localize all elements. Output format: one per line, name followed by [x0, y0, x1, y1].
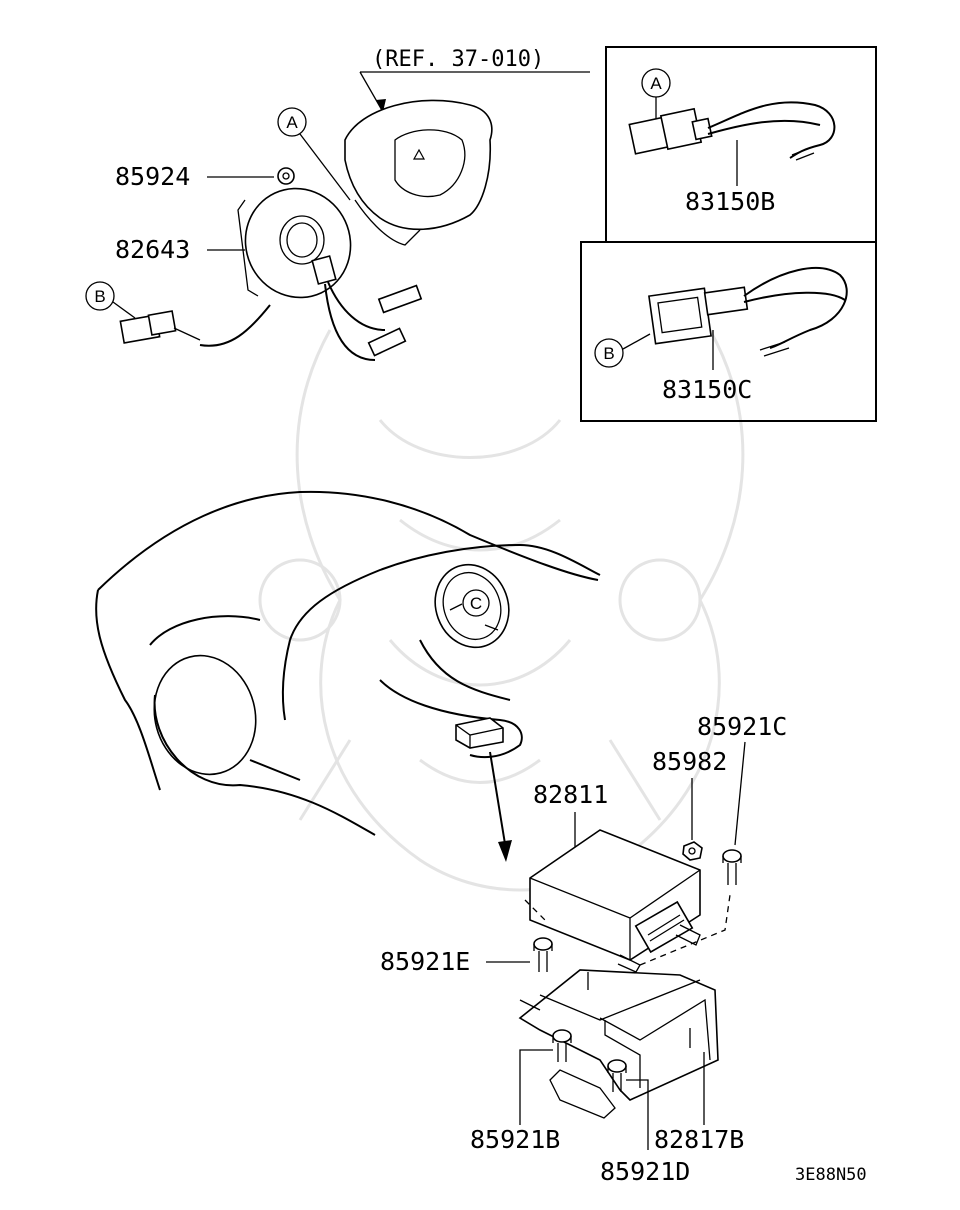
airbag-module: [344, 99, 493, 246]
callout-a-circle: [277, 107, 307, 137]
part-85982-label: 85982: [652, 747, 727, 776]
steering-wheel: C: [434, 563, 510, 649]
part-85921D-leader: [626, 1079, 649, 1150]
ecu-location-marker: [455, 717, 504, 749]
mount-line: [524, 894, 731, 966]
part-82817B-label: 82817B: [654, 1125, 744, 1154]
screw-85924-icon: [277, 167, 295, 185]
connector-b: [119, 310, 201, 344]
location-arrow: [489, 751, 507, 851]
watermark-emblem: [258, 329, 745, 892]
part-82811-label: 82811: [533, 780, 608, 809]
vehicle-body: [95, 490, 601, 836]
clock-spring: [199, 187, 423, 361]
part-82643-label: 82643: [115, 235, 190, 264]
callout-b-leader: [112, 301, 136, 319]
callout-b-circle: [85, 281, 115, 311]
bolt-85921E-icon: [533, 937, 553, 972]
inset-box-b: B 83150C: [580, 241, 877, 422]
bolt-85921C-icon: [722, 849, 742, 885]
reference-label: (REF. 37-010): [372, 47, 544, 72]
part-83150C-label: 83150C: [662, 375, 752, 404]
part-85921C-label: 85921C: [697, 712, 787, 741]
callout-a-leader: [299, 133, 351, 201]
callout-c-label: C: [470, 594, 482, 613]
nut-85982-icon: [682, 841, 703, 861]
diagram-code: 3E88N50: [795, 1165, 867, 1185]
part-85921B-leader: [519, 1049, 553, 1125]
inset-a-callout-label: A: [650, 74, 662, 93]
part-83150B-label: 83150B: [685, 187, 775, 216]
bolt-85921D-icon: [607, 1059, 627, 1092]
part-85921D-label: 85921D: [600, 1157, 690, 1186]
inset-box-a: A 83150B: [605, 46, 877, 243]
inset-b-callout-label: B: [603, 344, 614, 363]
part-85924-label: 85924: [115, 162, 190, 191]
part-85921C-leader: [734, 741, 746, 846]
bracket-82817B: [518, 969, 719, 1119]
part-85921E-label: 85921E: [380, 947, 470, 976]
part-85921B-label: 85921B: [470, 1125, 560, 1154]
callout-b-label: B: [94, 287, 105, 306]
bolt-85921B-icon: [552, 1029, 572, 1062]
callout-a-label: A: [286, 113, 298, 132]
control-unit-82811: [529, 829, 701, 973]
location-arrowhead: [498, 840, 512, 862]
